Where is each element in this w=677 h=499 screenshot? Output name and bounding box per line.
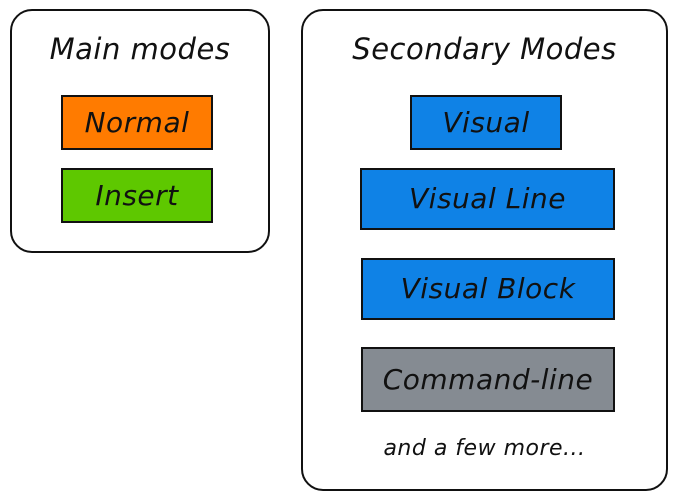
mode-visual-block: Visual Block <box>361 258 615 320</box>
more-modes-note: and a few more... <box>383 436 586 461</box>
mode-visual-line: Visual Line <box>360 168 615 230</box>
mode-normal: Normal <box>61 95 213 150</box>
secondary-modes-title: Secondary Modes <box>352 32 617 66</box>
mode-command-line: Command-line <box>361 347 615 412</box>
main-modes-title: Main modes <box>49 32 231 66</box>
main-modes-panel: Main modes Normal Insert <box>10 9 270 253</box>
mode-visual: Visual <box>410 95 562 150</box>
mode-insert: Insert <box>61 168 213 223</box>
secondary-modes-panel: Secondary Modes Visual Visual Line Visua… <box>301 9 668 491</box>
